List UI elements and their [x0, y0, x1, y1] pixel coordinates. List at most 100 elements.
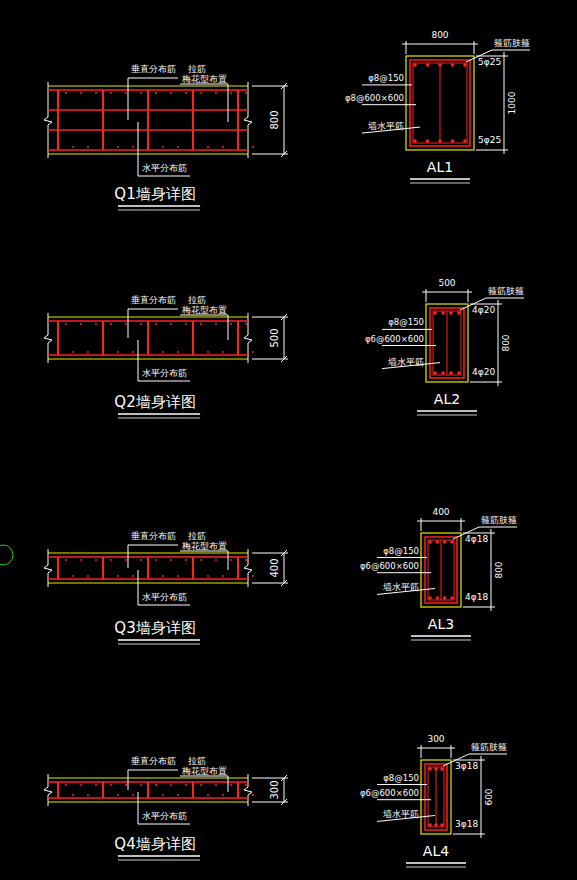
callout-label: 4φ20 — [472, 368, 495, 378]
dimension-line — [476, 56, 508, 57]
dimension-line — [252, 778, 288, 779]
callout-label: 梅花型布置 — [182, 75, 227, 85]
main-bar — [441, 311, 445, 315]
vertical-rebar — [192, 321, 194, 355]
leader-line — [377, 572, 431, 573]
rebar-dot — [230, 559, 232, 561]
stirrup — [428, 767, 444, 827]
rebar-dot — [72, 794, 74, 796]
dimension-tick — [281, 314, 287, 320]
dimension-line — [406, 41, 407, 54]
rebar-dot — [87, 575, 89, 577]
rebar-dot — [215, 92, 217, 94]
rebar-dot — [200, 559, 202, 561]
leader-line — [377, 784, 427, 785]
dimension-line — [402, 44, 478, 45]
section-outline — [421, 760, 451, 834]
callout-label: φ8@150 — [388, 318, 424, 327]
rebar-dot — [252, 351, 254, 353]
dimension-line — [417, 748, 455, 749]
callout-label: 墙水平筋 — [383, 810, 419, 819]
rebar-dot — [110, 92, 112, 94]
wall-face — [48, 552, 248, 553]
leader-line — [128, 78, 129, 120]
main-bar — [426, 139, 430, 143]
rebar-dot — [125, 323, 127, 325]
rebar-dot — [65, 559, 67, 561]
rebar-dot — [170, 323, 172, 325]
callout-label: 箍筋肢箍 — [488, 287, 524, 297]
dimension-tick — [281, 775, 287, 781]
main-bar — [413, 63, 417, 67]
rebar-dot — [80, 784, 82, 786]
callout-label: 拉筋 — [188, 757, 206, 767]
leader-line — [128, 770, 178, 771]
rebar-dot — [65, 784, 67, 786]
rebar-dot — [222, 794, 224, 796]
title-underline — [406, 862, 466, 864]
stirrup — [428, 540, 454, 600]
wall-face — [48, 153, 248, 154]
wall-face — [48, 85, 248, 86]
vertical-rebar — [147, 90, 149, 150]
title-underline — [411, 635, 471, 637]
dimension: 600 — [485, 788, 495, 805]
main-bar — [443, 540, 447, 544]
rebar-dot — [230, 92, 232, 94]
main-bar — [436, 596, 440, 600]
rebar-dot — [65, 323, 67, 325]
main-bar — [426, 63, 430, 67]
rebar-dot — [230, 323, 232, 325]
title-underline — [417, 415, 477, 416]
break-mark — [44, 549, 52, 587]
rebar-dot — [132, 146, 134, 148]
callout-label: 5φ25 — [478, 136, 501, 146]
stirrup — [425, 764, 447, 830]
main-bar — [433, 371, 437, 375]
rebar-dot — [95, 323, 97, 325]
leader-line — [128, 309, 178, 310]
dimension-line — [422, 292, 472, 293]
leader-line — [138, 792, 139, 824]
stirrup — [410, 60, 470, 146]
title-underline — [411, 640, 471, 641]
vertical-rebar — [192, 90, 194, 150]
callout-label: 4φ20 — [472, 306, 495, 316]
callout-label: 拉筋 — [188, 65, 206, 75]
tie-bar — [440, 63, 441, 143]
rebar-dot — [132, 575, 134, 577]
dimension-line — [468, 289, 469, 302]
break-mark — [244, 549, 252, 587]
callout-label: φ8@600×600 — [345, 94, 404, 103]
rebar-dot — [215, 559, 217, 561]
rebar-dot — [177, 794, 179, 796]
rebar-dot — [132, 794, 134, 796]
rebar-dot — [155, 92, 157, 94]
callout-label: 梅花型布置 — [182, 542, 227, 552]
rebar-dot — [185, 92, 187, 94]
vertical-rebar — [57, 782, 59, 798]
callout-label: 水平分布筋 — [142, 164, 187, 174]
vertical-rebar — [192, 782, 194, 798]
break-mark — [244, 82, 252, 158]
stirrup — [430, 308, 464, 378]
rebar-dot — [140, 323, 142, 325]
vertical-rebar — [147, 557, 149, 579]
leader-line — [128, 770, 129, 790]
rebar-dot — [125, 92, 127, 94]
dimension-line — [284, 86, 285, 154]
main-bar — [434, 823, 438, 827]
callout-label: 拉筋 — [188, 296, 206, 306]
leader-line — [138, 381, 190, 382]
rebar-dot — [110, 559, 112, 561]
callout-label: 梅花型布置 — [182, 767, 227, 777]
dimension-line — [252, 359, 288, 360]
rebar-dot — [207, 146, 209, 148]
dimension-line — [252, 154, 288, 155]
dimension-line — [284, 778, 285, 802]
rebar-dot — [222, 575, 224, 577]
leader-line — [479, 527, 517, 528]
dimension-tick — [281, 550, 287, 556]
rebar-dot — [252, 575, 254, 577]
title-underline — [118, 639, 200, 641]
